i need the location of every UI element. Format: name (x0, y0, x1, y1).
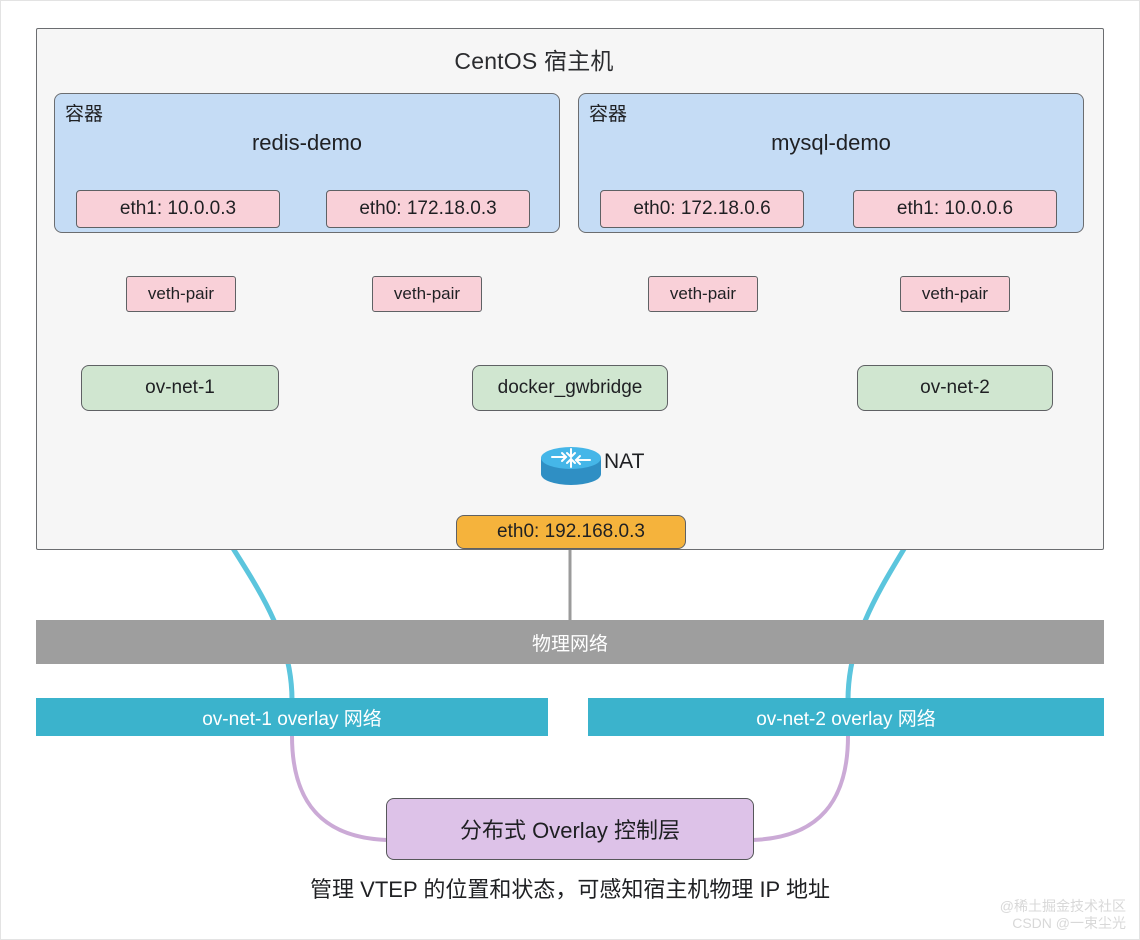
interface-eth0-mysql[interactable]: eth0: 172.18.0.6 (600, 190, 804, 228)
watermark-line-2: CSDN @一束尘光 (1012, 915, 1126, 931)
overlay-network-bar-2[interactable]: ov-net-2 overlay 网络 (588, 698, 1104, 736)
veth-pair-4[interactable]: veth-pair (900, 276, 1010, 312)
container-name-label: mysql-demo (771, 130, 891, 155)
bridge-ov-net-2[interactable]: ov-net-2 (857, 365, 1053, 411)
veth-pair-2[interactable]: veth-pair (372, 276, 482, 312)
container-name-label: redis-demo (251, 130, 363, 155)
interface-eth1-mysql[interactable]: eth1: 10.0.0.6 (853, 190, 1057, 228)
link-overlay1-to-control (290, 734, 390, 842)
physical-network-bar: 物理网络 (36, 620, 1104, 664)
veth-pair-1[interactable]: veth-pair (126, 276, 236, 312)
container-tag-label: 容器 (589, 104, 628, 125)
control-plane-caption: 管理 VTEP 的位置和状态，可感知宿主机物理 IP 地址 (310, 877, 830, 902)
link-overlay2-to-control (750, 734, 850, 842)
interface-eth1-redis[interactable]: eth1: 10.0.0.3 (76, 190, 280, 228)
overlay-network-bar-1[interactable]: ov-net-1 overlay 网络 (36, 698, 548, 736)
interface-eth0-redis[interactable]: eth0: 172.18.0.3 (326, 190, 530, 228)
container-tag-label: 容器 (65, 104, 104, 125)
nat-router-icon (541, 447, 601, 485)
control-plane-box[interactable]: 分布式 Overlay 控制层 (386, 798, 754, 860)
veth-pair-3[interactable]: veth-pair (648, 276, 758, 312)
bridge-ov-net-1[interactable]: ov-net-1 (81, 365, 279, 411)
watermark-line-1: @稀土掘金技术社区 (999, 898, 1126, 914)
host-interface-eth0[interactable]: eth0: 192.168.0.3 (456, 515, 686, 549)
host-title: CentOS 宿主机 (454, 48, 614, 74)
nat-label: NAT (604, 450, 645, 473)
watermark: @稀土掘金技术社区 CSDN @一束尘光 (1000, 898, 1126, 932)
bridge-docker-gwbridge[interactable]: docker_gwbridge (472, 365, 668, 411)
